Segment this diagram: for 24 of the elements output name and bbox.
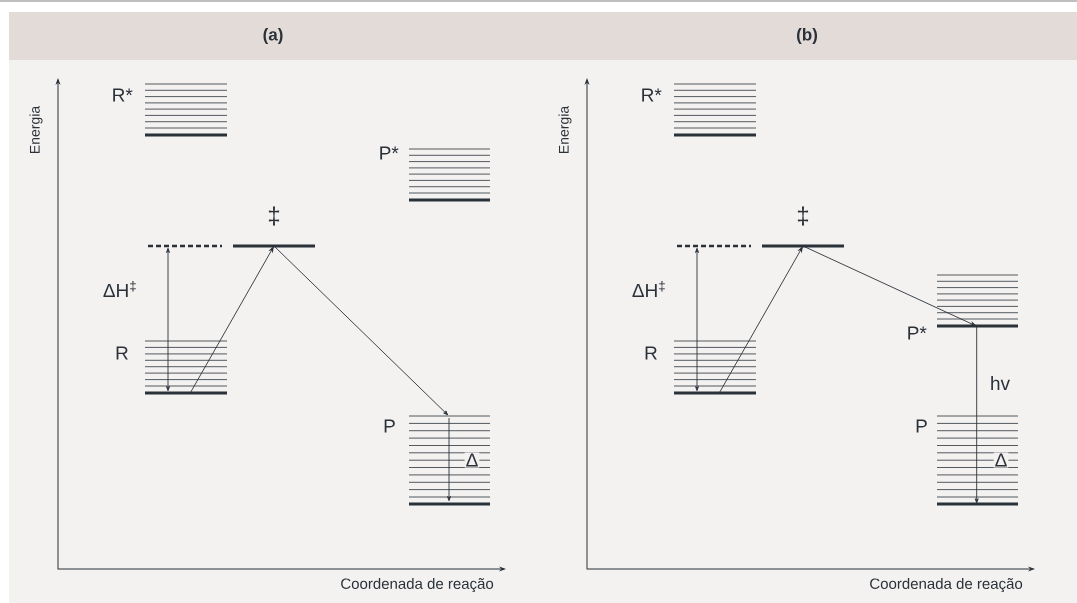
level-annotation: ΔH$^{‡}$ — [101, 280, 139, 298]
level-label: P — [916, 419, 927, 433]
level-label: R — [645, 346, 657, 360]
level-annotation: ΔH$^{‡}$ — [630, 280, 668, 298]
node-label: (b) — [797, 28, 818, 44]
level-label: ‡ — [268, 206, 280, 226]
level-label: R — [116, 346, 128, 360]
level-label: P* — [380, 146, 399, 160]
level-label: R* — [642, 88, 662, 102]
level-label: ‡ — [797, 206, 809, 226]
node-label: (a) — [263, 28, 283, 44]
level-label: P — [384, 419, 395, 433]
arrow — [974, 325, 979, 504]
level-label: R* — [113, 88, 133, 102]
axis-label: Energia — [558, 105, 572, 153]
arrow — [273, 245, 449, 416]
arrow — [802, 245, 976, 327]
arrow — [718, 246, 803, 394]
axis-label: Energia — [29, 105, 43, 153]
level-label: P* — [908, 326, 927, 340]
edge-label: hv — [989, 375, 1012, 391]
axis-label: Coordenada de reação — [870, 578, 1023, 593]
arrow — [189, 246, 274, 394]
axis-label: Coordenada de reação — [341, 578, 494, 593]
